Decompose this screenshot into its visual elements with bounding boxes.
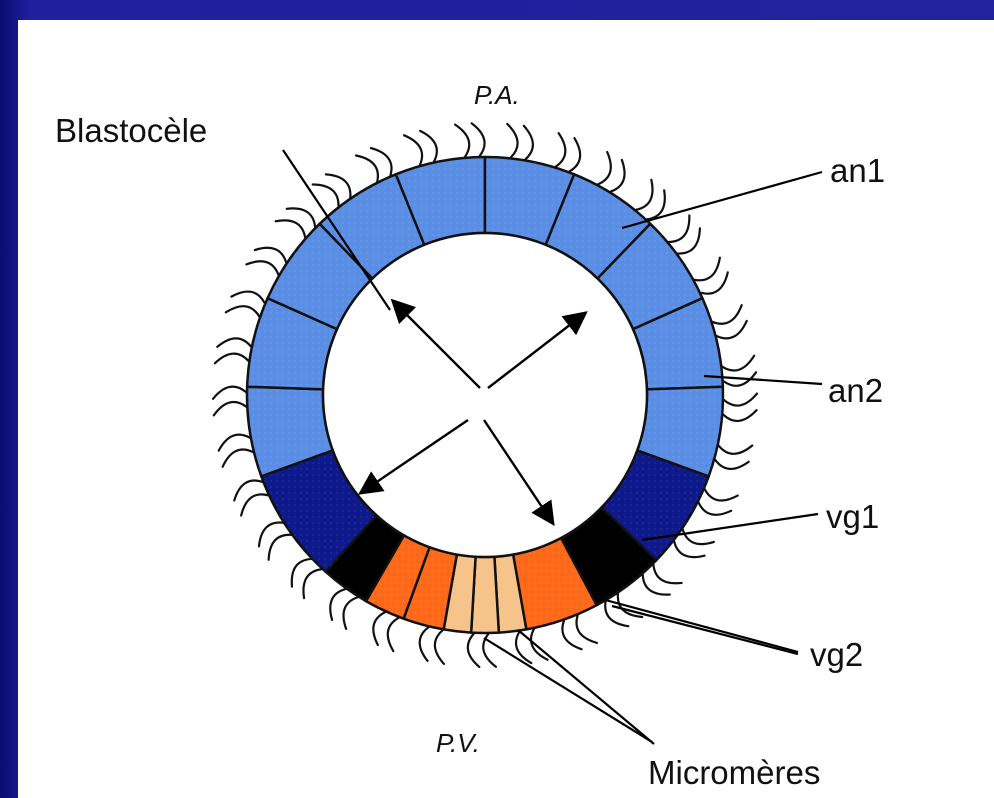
cilium <box>255 248 286 263</box>
an1-label: an1 <box>830 152 885 189</box>
cilium <box>472 123 485 156</box>
cilium <box>217 338 251 346</box>
cilium <box>643 575 670 595</box>
cilium <box>701 272 728 293</box>
cilium <box>292 559 311 587</box>
cilium <box>276 220 305 237</box>
cilium <box>259 523 283 547</box>
cilium <box>231 292 264 303</box>
cilium <box>234 481 262 501</box>
cilium <box>213 387 246 399</box>
cilium <box>404 135 422 165</box>
cilium <box>344 597 358 629</box>
cilium <box>719 446 753 454</box>
cilium <box>373 612 385 645</box>
vg1-label: vg1 <box>826 498 879 535</box>
cilium <box>356 156 378 182</box>
cilium <box>226 306 259 316</box>
leader-micromeres-b <box>518 630 654 744</box>
cilium <box>223 450 253 467</box>
cilium <box>647 190 665 219</box>
blastocoel-label: Blastocèle <box>55 112 207 149</box>
cilium <box>678 228 700 253</box>
cilium <box>724 394 757 406</box>
cilium <box>287 208 315 226</box>
cilium <box>713 305 742 324</box>
leader-vg2-a <box>598 598 798 652</box>
cilium <box>636 180 652 210</box>
cilium <box>326 174 351 197</box>
cilium <box>569 138 580 171</box>
cilium <box>524 126 533 160</box>
leader-micromeres-a <box>484 638 652 742</box>
cilium <box>435 630 444 664</box>
cilium <box>246 261 278 274</box>
cilium <box>269 535 292 560</box>
cilium <box>556 133 566 167</box>
pole-vegetal-label: P.V. <box>436 728 480 758</box>
cilium <box>313 185 339 207</box>
cilium <box>669 215 690 242</box>
cilium <box>468 634 479 667</box>
cilium <box>694 258 719 281</box>
cilium <box>653 565 681 584</box>
cilium <box>371 148 392 175</box>
cilium <box>699 502 732 514</box>
cilium <box>705 489 738 500</box>
pole-animal-label: P.A. <box>474 80 520 110</box>
cilium <box>455 125 469 157</box>
leader-vg2-b <box>612 606 798 654</box>
micromeres-label: Micromères <box>648 754 820 791</box>
cilium <box>507 124 517 157</box>
vg2-label: vg2 <box>810 636 863 673</box>
cilium <box>598 152 611 184</box>
cilium <box>241 494 268 515</box>
cilium <box>722 356 754 371</box>
cilium <box>576 615 596 643</box>
cilium <box>388 618 399 651</box>
an2-label: an2 <box>828 372 883 409</box>
cilium <box>562 621 581 650</box>
cilium <box>214 402 247 415</box>
cilium <box>215 354 249 364</box>
cilium <box>420 627 429 661</box>
cilium <box>723 410 756 421</box>
cilium <box>303 569 321 598</box>
cilium <box>715 460 749 469</box>
cilium <box>611 160 625 192</box>
cilium <box>219 435 250 451</box>
